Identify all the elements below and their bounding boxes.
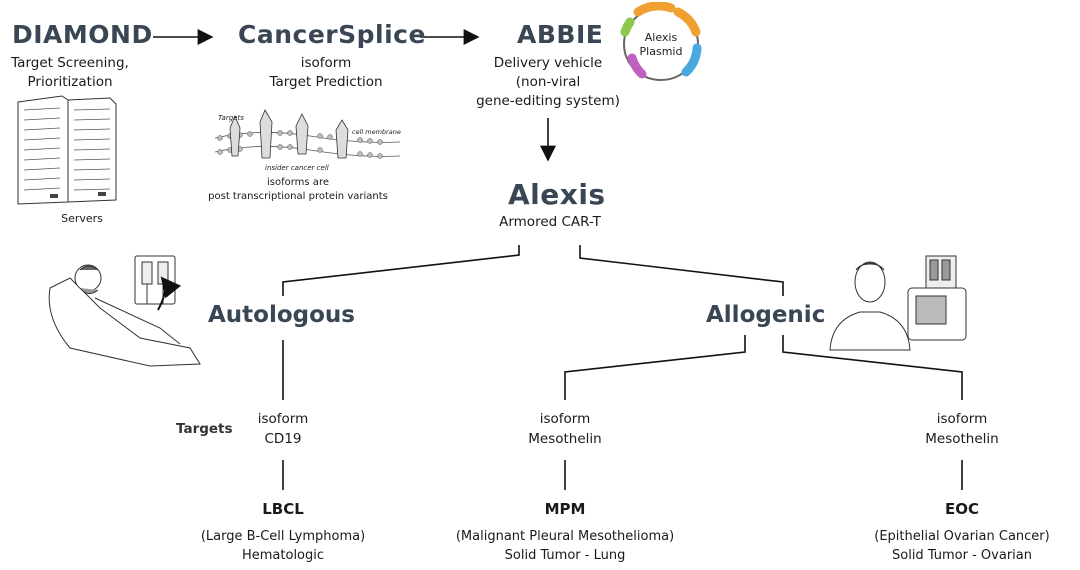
target-mpm-line2: Mesothelin xyxy=(528,431,602,447)
illus-targets-label: Targets xyxy=(218,114,244,122)
target-mesothelin-eoc: isoform Mesothelin xyxy=(902,409,1022,449)
plasmid-label-1: Alexis xyxy=(645,31,678,44)
disease-lbcl: LBCL xyxy=(262,500,304,518)
alexis-title: Alexis xyxy=(508,178,606,211)
target-cd19: isoform CD19 xyxy=(223,409,343,449)
cancersplice-line2: Target Prediction xyxy=(269,74,383,90)
target-mesothelin-mpm: isoform Mesothelin xyxy=(505,409,625,449)
alexis-plasmid-icon: Alexis Plasmid xyxy=(620,2,702,81)
diamond-subtitle: Target Screening, Prioritization xyxy=(4,54,136,92)
eoc-desc2: Solid Tumor - Ovarian xyxy=(892,548,1032,563)
isoform-note-line2: post transcriptional protein variants xyxy=(208,191,388,202)
abbie-line1: Delivery vehicle xyxy=(493,55,603,71)
line-allogenic-to-eoc xyxy=(782,335,963,400)
abbie-title: ABBIE xyxy=(517,20,604,49)
isoform-note: isoforms are post transcriptional protei… xyxy=(206,176,390,204)
illus-insider-label: insider cancer cell xyxy=(265,164,329,172)
diamond-line1: Target Screening, xyxy=(11,55,129,71)
servers-label: Servers xyxy=(61,212,103,225)
abbie-line2: (non-viral xyxy=(515,74,581,90)
donor-illustration xyxy=(829,255,967,351)
mpm-desc1: (Malignant Pleural Mesothelioma) xyxy=(455,529,675,544)
eoc-desc1: (Epithelial Ovarian Cancer) xyxy=(874,529,1050,544)
abbie-subtitle: Delivery vehicle (non-viral gene-editing… xyxy=(468,54,628,111)
target-mpm-line1: isoform xyxy=(539,411,591,427)
cancersplice-line1: isoform xyxy=(300,55,352,71)
servers-illustration xyxy=(17,95,117,205)
disease-mpm: MPM xyxy=(544,500,586,518)
allogenic-label: Allogenic xyxy=(706,302,826,328)
patient-illustration xyxy=(48,255,201,367)
mpm-desc2: Solid Tumor - Lung xyxy=(504,548,626,563)
target-cd19-line2: CD19 xyxy=(264,431,302,447)
abbie-line3: gene-editing system) xyxy=(476,93,620,109)
diamond-title: DIAMOND xyxy=(12,20,153,49)
line-alexis-to-allogenic xyxy=(579,245,784,296)
target-eoc-line2: Mesothelin xyxy=(925,431,999,447)
lbcl-desc2: Hematologic xyxy=(241,548,325,563)
diamond-line2: Prioritization xyxy=(27,74,113,90)
line-allogenic-to-mpm xyxy=(564,335,746,400)
line-alexis-to-autologous xyxy=(282,245,520,296)
cell-membrane-illustration: Targets cell membrane insider cancer cel… xyxy=(214,109,401,172)
lbcl-desc1: (Large B-Cell Lymphoma) xyxy=(200,529,366,544)
isoform-note-line1: isoforms are xyxy=(267,177,329,188)
disease-eoc-desc: (Epithelial Ovarian Cancer) Solid Tumor … xyxy=(862,527,1062,565)
autologous-label: Autologous xyxy=(208,302,355,328)
target-eoc-line1: isoform xyxy=(936,411,988,427)
cancersplice-title: CancerSplice xyxy=(238,20,426,49)
disease-lbcl-desc: (Large B-Cell Lymphoma) Hematologic xyxy=(183,527,383,565)
disease-eoc: EOC xyxy=(944,500,979,518)
targets-label: Targets xyxy=(176,421,233,437)
alexis-subtitle: Armored CAR-T xyxy=(499,214,601,230)
cancersplice-subtitle: isoform Target Prediction xyxy=(226,54,426,92)
target-cd19-line1: isoform xyxy=(257,411,309,427)
illus-membrane-label: cell membrane xyxy=(352,128,401,136)
plasmid-label-2: Plasmid xyxy=(640,45,683,58)
disease-mpm-desc: (Malignant Pleural Mesothelioma) Solid T… xyxy=(440,527,690,565)
